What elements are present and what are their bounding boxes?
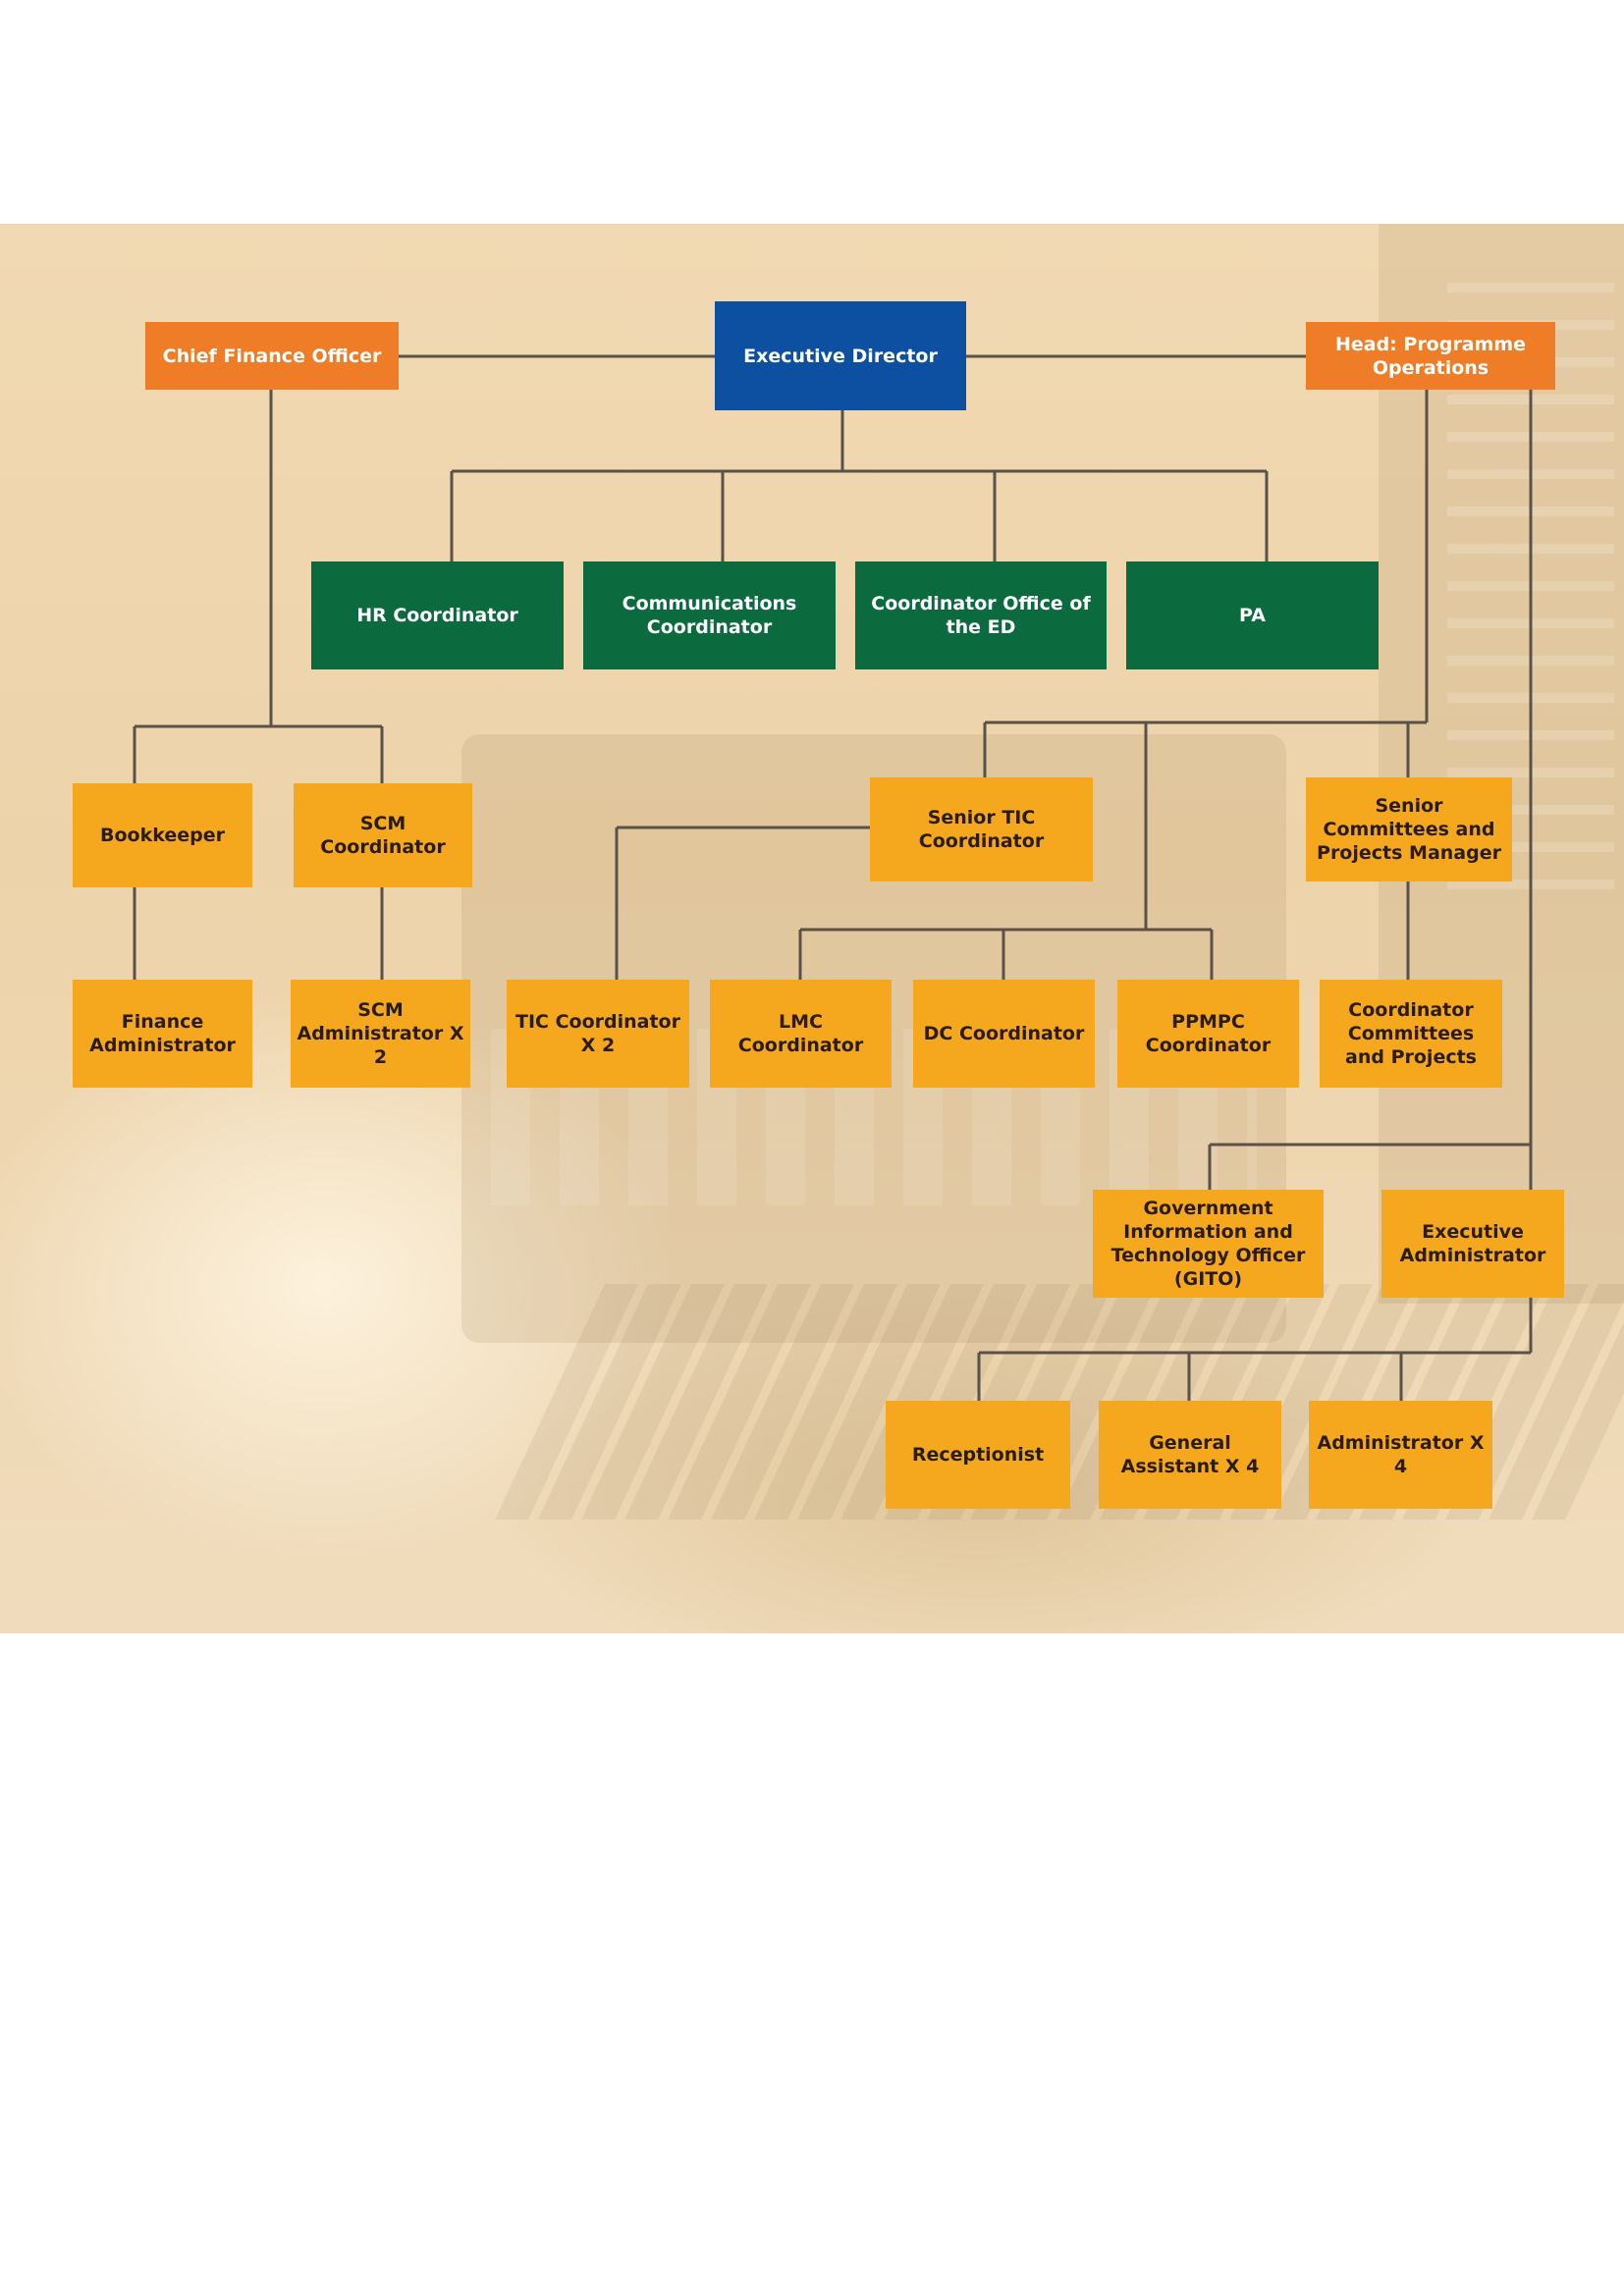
hr-coordinator-box: HR Coordinator xyxy=(311,561,564,669)
senior-tic-coordinator-box: Senior TIC Coordinator xyxy=(870,777,1093,881)
executive-administrator-box: Executive Administrator xyxy=(1381,1190,1564,1298)
tic-coordinator-box: TIC Coordinator X 2 xyxy=(507,980,689,1088)
coordinator-committees-box: Coordinator Committees and Projects xyxy=(1320,980,1502,1088)
chief-finance-officer-box: Chief Finance Officer xyxy=(145,322,399,390)
administrator-box: Administrator X 4 xyxy=(1309,1401,1492,1509)
lmc-coordinator-box: LMC Coordinator xyxy=(710,980,892,1088)
bookkeeper-box: Bookkeeper xyxy=(73,783,252,887)
coordinator-office-ed-box: Coordinator Office of the ED xyxy=(855,561,1107,669)
pa-box: PA xyxy=(1126,561,1379,669)
communications-coordinator-box: Communications Coordinator xyxy=(583,561,836,669)
ppmpc-coordinator-box: PPMPC Coordinator xyxy=(1117,980,1299,1088)
scm-administrator-box: SCM Administrator X 2 xyxy=(291,980,470,1088)
dc-coordinator-box: DC Coordinator xyxy=(913,980,1095,1088)
receptionist-box: Receptionist xyxy=(886,1401,1070,1509)
scm-coordinator-box: SCM Coordinator xyxy=(294,783,472,887)
head-programme-operations-box: Head: Programme Operations xyxy=(1306,322,1555,390)
gito-box: Government Information and Technology Of… xyxy=(1093,1190,1324,1298)
general-assistant-box: General Assistant X 4 xyxy=(1099,1401,1281,1509)
finance-administrator-box: Finance Administrator xyxy=(73,980,252,1088)
executive-director-box: Executive Director xyxy=(715,301,966,410)
senior-committees-manager-box: Senior Committees and Projects Manager xyxy=(1306,777,1512,881)
